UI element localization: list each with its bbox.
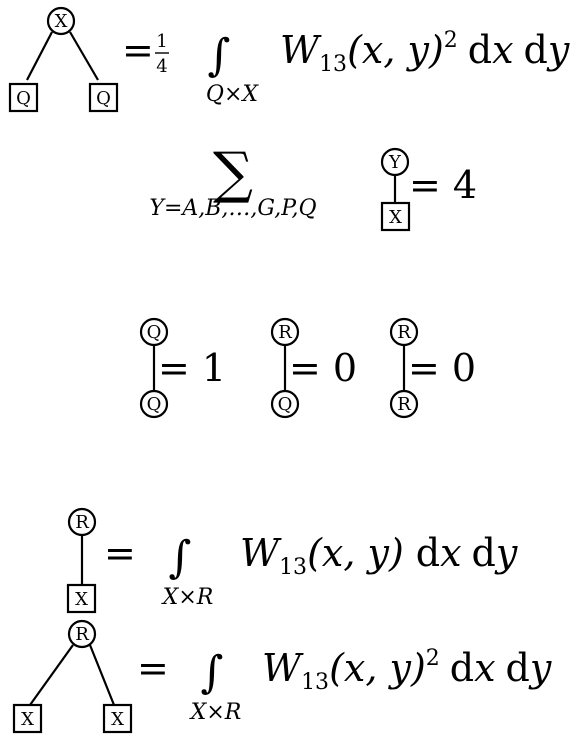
w-args: (x, y)	[307, 531, 404, 575]
integral-domain: X×R	[189, 700, 242, 725]
equals-value-2: = 0	[289, 346, 357, 390]
w-subscript: 13	[301, 670, 329, 695]
node-square-left	[8, 82, 39, 113]
node-circle-top	[270, 317, 300, 347]
integral-sign: ∫	[201, 647, 224, 698]
d-x: d	[450, 646, 474, 690]
equals-value-1: = 1	[158, 346, 226, 390]
integral-sign: ∫	[208, 30, 231, 81]
equals-sign: =	[122, 28, 154, 72]
node-label-top: X	[55, 11, 68, 32]
node-circle-top	[380, 147, 410, 177]
d-y: d	[506, 646, 530, 690]
var-y: y	[546, 28, 570, 72]
equals-value-3: = 0	[408, 346, 476, 390]
d-y: d	[524, 28, 548, 72]
w-subscript: 13	[319, 52, 347, 77]
d-x: d	[468, 28, 492, 72]
vertical-graph-rq	[270, 317, 300, 419]
w-symbol: W	[240, 531, 282, 575]
node-label-bottom: X	[75, 589, 88, 610]
vertical-graph-f2	[380, 147, 411, 232]
tree-graph-f5	[12, 619, 133, 734]
node-label-right: X	[111, 709, 124, 730]
node-circle-bottom	[270, 389, 300, 419]
node-label-top: R	[75, 624, 89, 645]
w-symbol: W	[280, 28, 322, 72]
node-label-left: X	[21, 709, 34, 730]
sum-range: Y=A,B,…,G,P,Q	[149, 196, 316, 221]
node-circle-bottom	[139, 389, 169, 419]
w-power: 2	[444, 28, 458, 53]
vertical-graph-rr	[389, 317, 419, 419]
w-symbol: W	[262, 646, 304, 690]
fraction-denominator: 4	[156, 56, 167, 77]
node-label-bottom: X	[389, 207, 402, 228]
edge-right	[88, 644, 116, 706]
w-args: (x, y)	[329, 646, 426, 690]
edge-left	[29, 644, 74, 706]
var-x: x	[440, 531, 461, 575]
node-circle-top	[67, 619, 97, 649]
w-power: 2	[426, 646, 440, 671]
tree-graph-f1	[8, 6, 119, 113]
node-label-top: Y	[388, 152, 402, 173]
node-square-left	[12, 703, 43, 734]
var-y: y	[528, 646, 552, 690]
equals-sign: =	[104, 531, 136, 575]
node-square-right	[102, 703, 133, 734]
node-circle-top	[139, 317, 169, 347]
var-x: x	[492, 28, 513, 72]
d-y: d	[472, 531, 496, 575]
vertical-graph-f4	[66, 507, 97, 614]
w-args: (x, y)	[347, 28, 444, 72]
node-circle-top	[46, 6, 76, 36]
node-label-bottom: Q	[278, 394, 293, 415]
integral-domain: Q×X	[206, 82, 259, 107]
node-square-right	[88, 82, 119, 113]
node-label-top: R	[397, 322, 411, 343]
node-label-bottom: R	[397, 394, 411, 415]
formula-2: ∑ Y=A,B,…,G,P,Q Y X = 4	[149, 141, 477, 232]
var-x: x	[474, 646, 495, 690]
node-label-right: Q	[96, 88, 111, 109]
w-subscript: 13	[279, 555, 307, 580]
node-label-left: Q	[16, 88, 31, 109]
node-circle-top	[67, 507, 97, 537]
edge-left	[26, 31, 53, 81]
node-square-bottom	[66, 583, 97, 614]
node-circle-top	[389, 317, 419, 347]
edge-right	[69, 31, 99, 81]
equals-value: = 4	[409, 163, 477, 207]
node-circle-bottom	[389, 389, 419, 419]
formula-3: Q Q = 1 R Q = 0 R R = 0	[139, 317, 476, 419]
node-label-top: Q	[147, 322, 162, 343]
node-label-top: R	[75, 512, 89, 533]
node-label-bottom: Q	[147, 394, 162, 415]
integral-sign: ∫	[169, 532, 192, 583]
equals-sign: =	[137, 646, 169, 690]
node-label-top: R	[278, 322, 292, 343]
var-y: y	[494, 531, 518, 575]
vertical-graph-qq	[139, 317, 169, 419]
sum-sign: ∑	[213, 141, 253, 206]
node-square-bottom	[380, 201, 411, 232]
fraction-numerator: 1	[156, 31, 167, 52]
integral-domain: X×R	[161, 585, 214, 610]
d-x: d	[416, 531, 440, 575]
